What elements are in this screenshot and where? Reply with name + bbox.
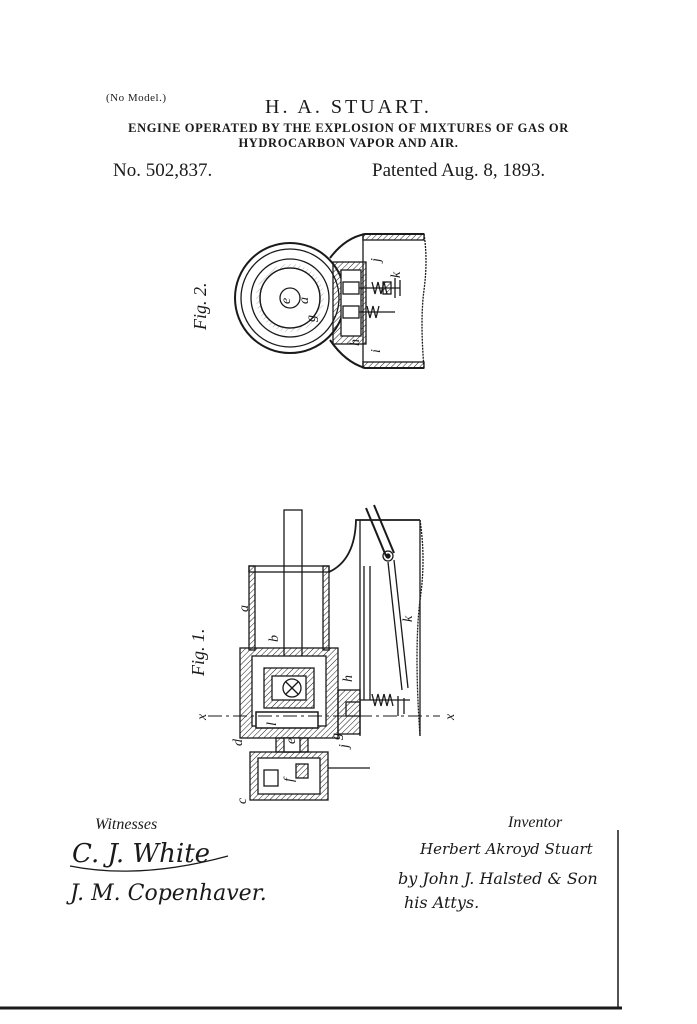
signatures: C. J. White J. M. Copenhaver. Herbert Ak… [66,839,598,912]
fig-1-reference-letters: a b k h x x l e d g j c f [195,605,458,804]
fig1-letter-l: l [265,722,280,726]
attorney-signature-line-1: by John J. Halsted & Son [398,869,598,888]
attorney-signature-line-2: his Attys. [404,893,479,912]
patent-number: No. 502,837. [113,160,213,181]
fig2-letter-k: k [389,271,404,278]
fig-2-drawing [234,233,427,369]
fig1-letter-h: h [341,675,356,682]
fig-1-drawing [208,504,440,801]
fig1-letter-x-right: x [443,713,458,721]
inventor-signature: Herbert Akroyd Stuart [419,840,594,858]
witnesses-label: Witnesses [95,816,158,833]
title-line-1: ENGINE OPERATED BY THE EXPLOSION OF MIXT… [128,121,569,135]
fig1-letter-c: c [235,797,250,804]
fig1-letter-g: g [329,733,344,740]
fig-2-reference-letters: e a g k h i j [279,258,404,353]
fig2-letter-j: j [369,258,384,264]
inventor-name: H. A. STUART. [265,96,432,118]
witness-2-signature: J. M. Copenhaver. [66,881,267,906]
fig2-letter-g: g [304,315,319,322]
fig1-letter-x-left: x [195,713,210,721]
fig2-letter-h: h [348,339,363,346]
fig2-letter-i: i [369,349,384,353]
fig1-letter-d: d [231,738,246,746]
fig1-letter-j: j [337,744,352,750]
fig1-letter-a: a [237,605,252,612]
fig2-letter-e: e [279,298,294,304]
inventor-label: Inventor [508,814,563,831]
fig1-letter-k: k [401,615,416,622]
no-model-label: (No Model.) [106,92,167,104]
title-line-2: HYDROCARBON VAPOR AND AIR. [238,136,459,150]
patent-date: Patented Aug. 8, 1893. [372,160,546,181]
fig1-letter-b: b [267,635,282,642]
fig1-letter-f: f [282,776,297,782]
witness-1-signature: C. J. White [72,839,210,869]
fig2-letter-a: a [297,297,312,304]
fig1-letter-e: e [284,738,299,744]
